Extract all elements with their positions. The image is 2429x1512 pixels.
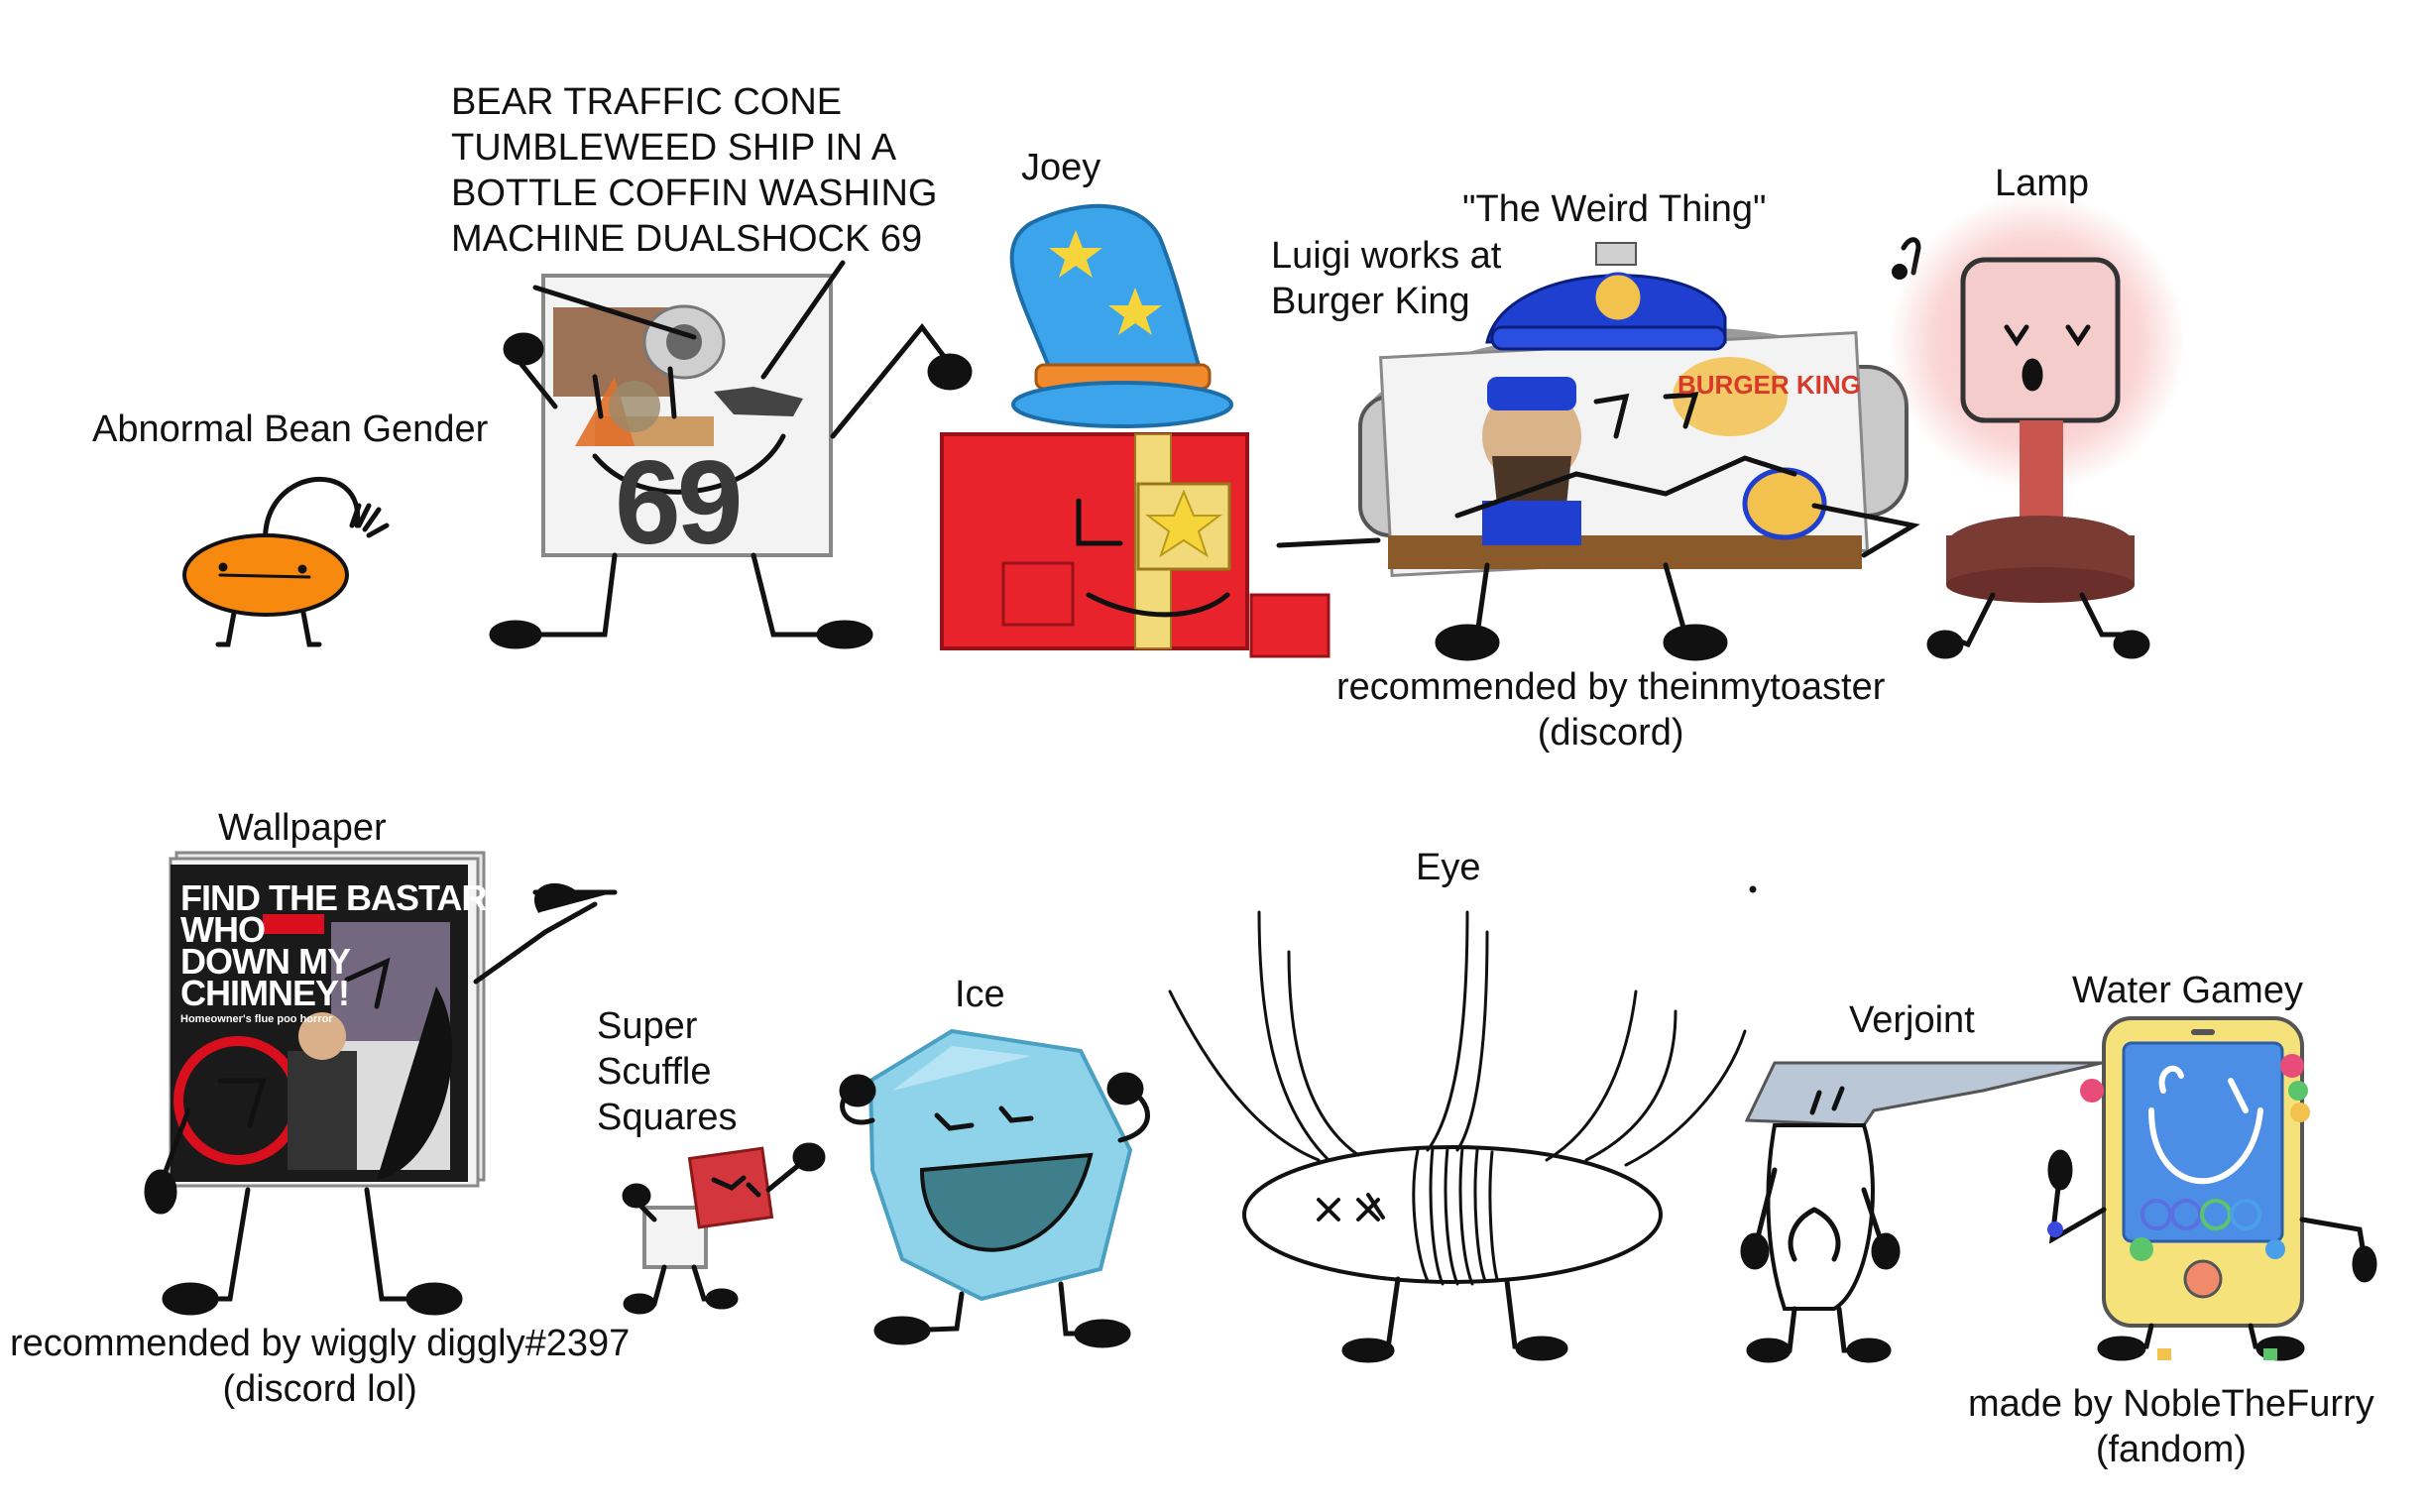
lamp-shade [1960,257,2121,423]
character-weird-thing [1276,237,1921,661]
character-joey [940,203,1330,658]
label-joey: Joey [1021,147,1101,188]
wizard-hat [1009,203,1203,372]
label-wallpaper: Wallpaper [218,807,387,849]
credit-wiggly: recommended by wiggly diggly#2397 (disco… [10,1323,631,1410]
label-lamp: Lamp [1995,163,2090,204]
newspaper-headline: FIND THE BASTARD WHO DOWN MY CHIMNEY! [180,877,512,1013]
label-luigi: Luigi works at Burger King [1271,235,1502,322]
card-number: 69 [615,436,743,569]
character-verjoint [1740,1061,2103,1363]
label-super-scuffle-squares: Super Scuffle Squares [597,1005,738,1138]
character-lamp [1889,193,2186,659]
character-wallpaper [144,851,618,1316]
label-verjoint: Verjoint [1849,999,1975,1041]
label-abnormal-bean-gender: Abnormal Bean Gender [92,408,489,450]
credit-noble: made by NobleTheFurry (fandom) [1968,1383,2374,1470]
label-water-gamey: Water Gamey [2072,970,2303,1011]
label-bear-traffic-cone: BEAR TRAFFIC CONE TUMBLEWEED SHIP IN A B… [451,81,938,260]
character-ice [839,1028,1150,1348]
label-ice: Ice [955,974,1005,1015]
character-eye [1168,885,1757,1363]
burger-king-logo-text: BURGER KING [1677,370,1861,400]
verjoint-cap [1744,1061,2103,1127]
newspaper-subhead: Homeowner's flue poo horror [180,1013,333,1025]
label-eye: Eye [1416,847,1481,888]
character-water-gamey [2047,1016,2377,1361]
eye-ball [1242,1145,1663,1284]
character-super-scuffle-squares [622,1142,826,1315]
credit-theinmytoaster: recommended by theinmytoaster (discord) [1336,666,1886,754]
label-weird-thing: "The Weird Thing" [1462,188,1767,230]
character-bear-traffic-cone [541,274,833,557]
character-abnormal-bean-gender [182,476,390,647]
